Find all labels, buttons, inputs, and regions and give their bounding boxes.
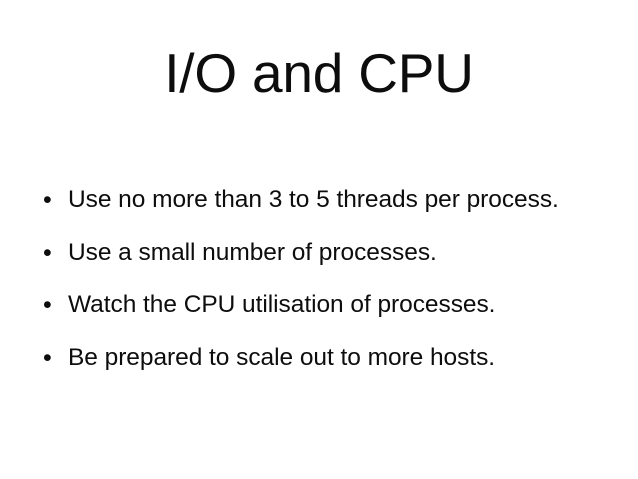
list-item-label: Use a small number of processes. [68, 238, 437, 266]
bullet-point-icon: • [43, 238, 52, 267]
page-title: I/O and CPU [164, 42, 474, 104]
list-item: • Use a small number of processes. [0, 239, 638, 292]
bullet-point-icon: • [43, 343, 52, 372]
list-item: • Use no more than 3 to 5 threads per pr… [0, 186, 638, 239]
list-item: • Watch the CPU utilisation of processes… [0, 291, 638, 344]
list-item-label: Be prepared to scale out to more hosts. [68, 343, 496, 371]
list-item-label: Watch the CPU utilisation of processes. [68, 291, 496, 318]
bullet-point-icon: • [43, 291, 52, 319]
list-item-label: Use no more than 3 to 5 threads per proc… [68, 186, 559, 213]
bullet-list: • Use no more than 3 to 5 threads per pr… [0, 186, 638, 396]
bullet-point-icon: • [43, 186, 52, 214]
list-item: • Be prepared to scale out to more hosts… [0, 344, 638, 397]
